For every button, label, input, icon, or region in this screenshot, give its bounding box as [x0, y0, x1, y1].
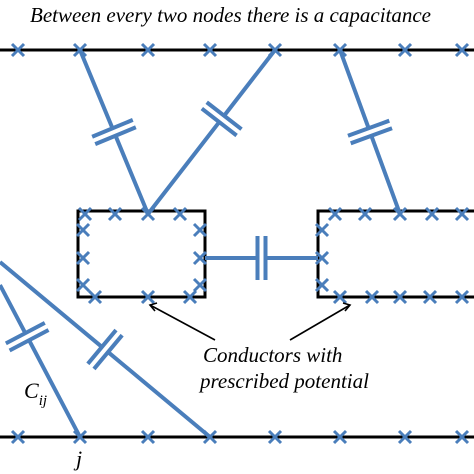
node-x-icon — [172, 206, 188, 222]
capacitor-leads — [0, 48, 402, 439]
node-x-icon — [314, 277, 330, 293]
capacitor-top-center-lead-b — [146, 120, 221, 216]
node-x-icon — [332, 289, 348, 305]
node-x-icon — [140, 289, 156, 305]
capacitor-top-left-capacitor-icon — [91, 118, 137, 146]
capacitor-top-right-lead-a — [338, 49, 371, 129]
capacitor-bottom-left-1-lead-a — [0, 284, 28, 335]
node-x-icon — [182, 289, 198, 305]
node-x-icon — [72, 429, 88, 445]
capacitor-bottom-left-1-capacitor-icon — [4, 321, 50, 353]
node-x-icon — [267, 42, 283, 58]
node-x-icon — [192, 277, 208, 293]
node-j-label: j — [73, 446, 82, 471]
node-x-icon — [454, 206, 470, 222]
left-conductor-box — [76, 209, 207, 299]
node-x-icon — [314, 222, 330, 238]
capacitor-bottom-left-1-lead-b — [27, 339, 82, 438]
node-x-icon — [454, 289, 470, 305]
capacitance-label: Cij — [24, 378, 47, 409]
capacitor-bottom-left-2-lead-b — [106, 350, 212, 439]
node-x-icon — [75, 277, 91, 293]
node-x-icon — [10, 42, 26, 58]
conductors-label-line2: prescribed potential — [198, 369, 369, 393]
arrow-head-right — [342, 302, 352, 312]
capacitor-plates — [4, 100, 393, 371]
node-x-icon — [364, 289, 380, 305]
node-x-icon — [72, 42, 88, 58]
node-x-icon — [140, 42, 156, 58]
node-x-icon — [397, 429, 413, 445]
capacitance-symbol: C — [24, 378, 39, 403]
capacitor-bottom-left-2-lead-a — [0, 260, 104, 349]
node-x-icon — [140, 429, 156, 445]
node-x-icon — [332, 429, 348, 445]
capacitor-top-center-lead-a — [222, 48, 277, 117]
capacitor-bottom-left-2-capacitor-icon — [86, 328, 124, 371]
node-x-icon — [87, 289, 103, 305]
conductor-arrows — [148, 302, 352, 341]
node-x-icon — [314, 250, 330, 266]
node-x-icon — [192, 250, 208, 266]
node-x-icon — [10, 429, 26, 445]
node-markers — [10, 42, 470, 445]
node-x-icon — [332, 42, 348, 58]
node-x-icon — [392, 289, 408, 305]
node-x-icon — [202, 429, 218, 445]
node-x-icon — [392, 206, 408, 222]
node-x-icon — [267, 429, 283, 445]
capacitor-top-left-lead-a — [78, 49, 115, 130]
node-x-icon — [357, 206, 373, 222]
node-x-icon — [454, 42, 470, 58]
node-x-icon — [424, 206, 440, 222]
arrow-to-right-conductor — [289, 304, 351, 341]
arrow-to-left-conductor — [149, 304, 216, 341]
node-x-icon — [75, 250, 91, 266]
node-x-icon — [454, 429, 470, 445]
capacitor-top-right-lead-b — [369, 135, 402, 215]
capacitor-top-right-capacitor-icon — [347, 118, 393, 146]
node-x-icon — [327, 206, 343, 222]
node-x-icon — [422, 289, 438, 305]
node-x-icon — [397, 42, 413, 58]
node-x-icon — [192, 222, 208, 238]
node-x-icon — [77, 206, 93, 222]
caption-text: Between every two nodes there is a capac… — [30, 3, 431, 27]
capacitor-top-center-capacitor-icon — [200, 100, 243, 138]
capacitor-top-left-lead-b — [113, 134, 150, 215]
right-conductor-box — [316, 209, 474, 299]
arrow-head-left — [148, 302, 158, 312]
capacitor-between-conductors-capacitor-icon — [255, 236, 268, 280]
node-x-icon — [202, 42, 218, 58]
capacitance-subscript: ij — [39, 393, 47, 409]
node-x-icon — [140, 206, 156, 222]
conductors-label-line1: Conductors with — [203, 343, 342, 367]
node-x-icon — [107, 206, 123, 222]
node-x-icon — [75, 222, 91, 238]
